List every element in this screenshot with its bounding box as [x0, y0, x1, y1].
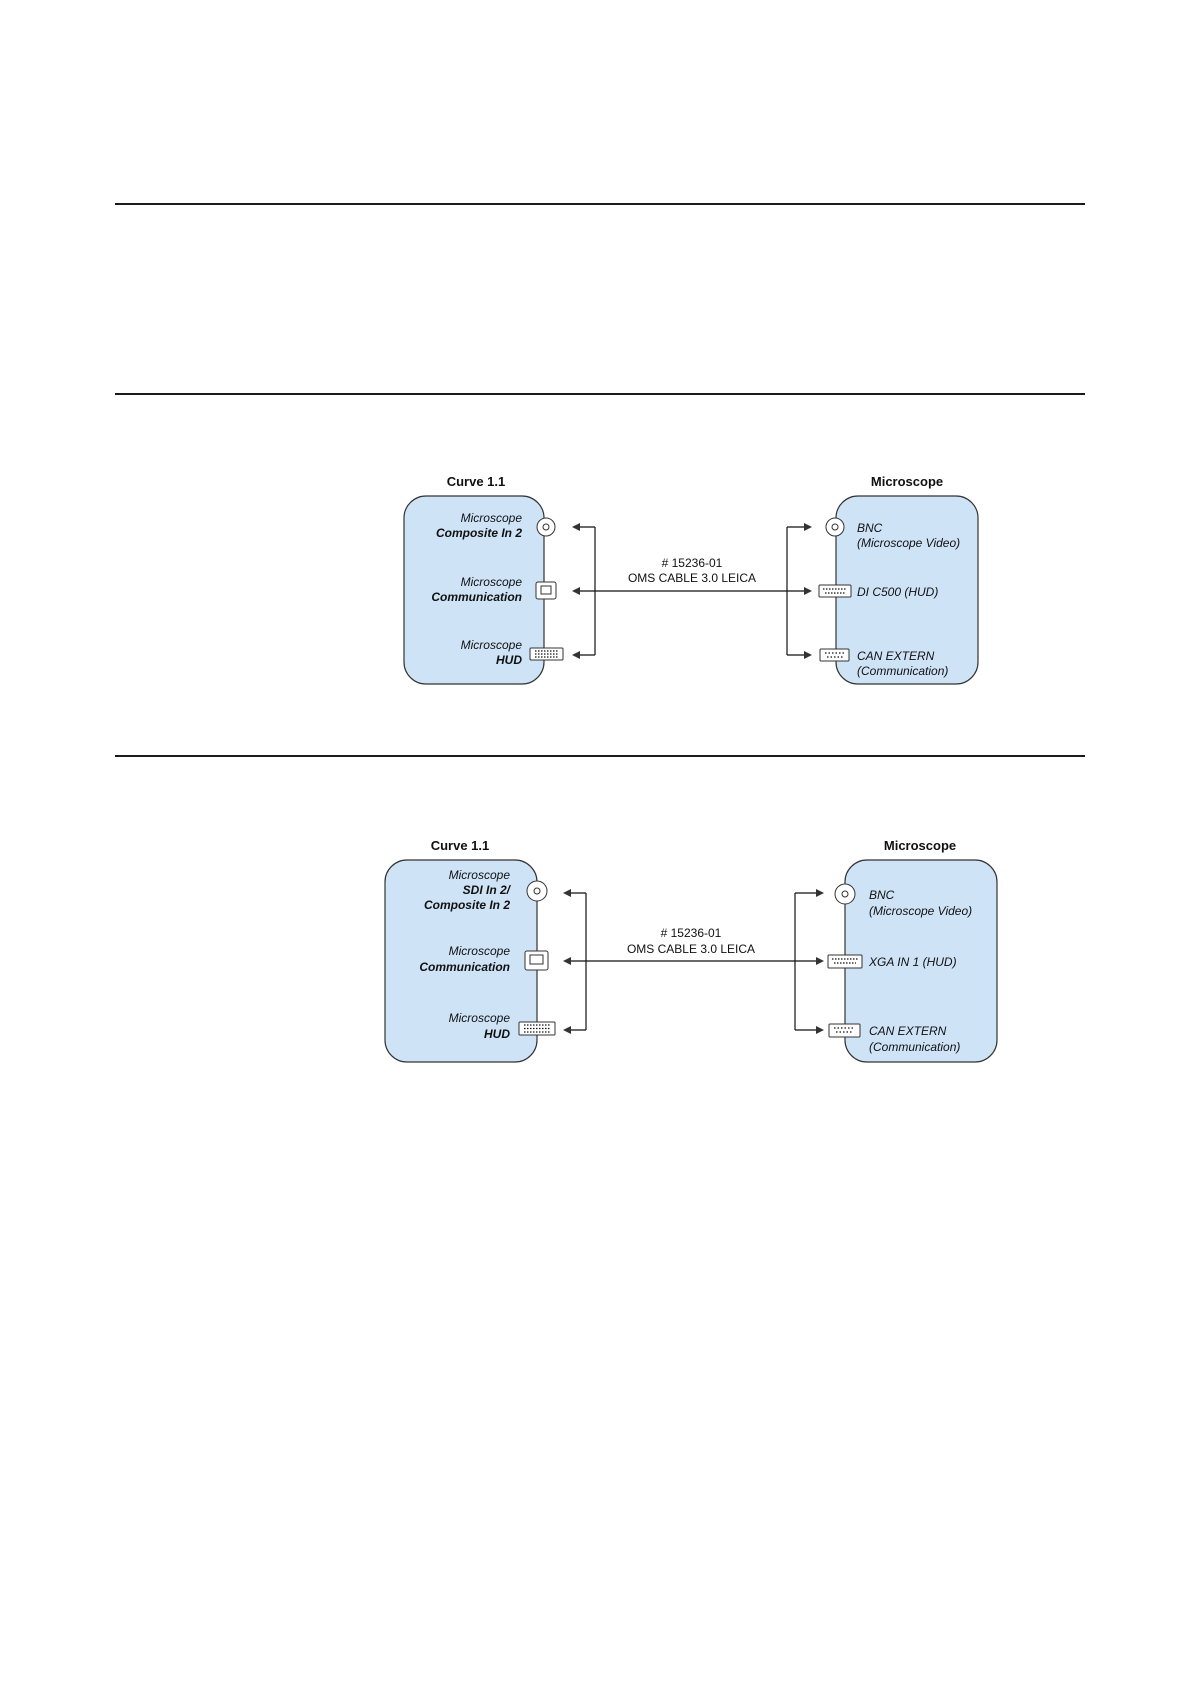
- left-port-3-line1: Microscope: [449, 1011, 511, 1025]
- cable-name: OMS CABLE 3.0 LEICA: [627, 942, 755, 956]
- dsub9-connector-icon: [828, 1023, 861, 1038]
- dvi-connector-icon: [529, 647, 564, 661]
- left-port-2-line1: Microscope: [449, 944, 511, 958]
- right-device-microscope: Microscope BNC (Microscope Video) DI C50…: [818, 474, 979, 685]
- right-port-3-line2: (Communication): [869, 1040, 960, 1054]
- left-port-3-line1: Microscope: [461, 638, 523, 652]
- right-device-title: Microscope: [871, 474, 943, 489]
- usb-connector-icon: [535, 581, 557, 600]
- right-port-1-line2: (Microscope Video): [857, 536, 960, 550]
- right-port-3-line2: (Communication): [857, 664, 948, 678]
- right-port-3-line1: CAN EXTERN: [857, 649, 935, 663]
- cable-wires: [572, 523, 812, 659]
- left-port-1-line1: Microscope: [461, 511, 523, 525]
- right-port-2-line1: DI C500 (HUD): [857, 585, 938, 599]
- left-port-1-line2: SDI In 2/: [463, 883, 512, 897]
- right-port-1-line1: BNC: [857, 521, 883, 535]
- right-device-title: Microscope: [884, 838, 956, 853]
- left-port-3-line2: HUD: [496, 653, 522, 667]
- bnc-connector-icon: [536, 517, 556, 537]
- right-port-3-line1: CAN EXTERN: [869, 1024, 947, 1038]
- left-device-title: Curve 1.1: [447, 474, 506, 489]
- left-port-1-line1: Microscope: [449, 868, 511, 882]
- bnc-connector-icon: [526, 880, 548, 902]
- cable-name: OMS CABLE 3.0 LEICA: [628, 571, 756, 585]
- left-device-curve: Curve 1.1 Microscope SDI In 2/ Composite…: [384, 838, 556, 1063]
- horizontal-rule-bottom: [115, 755, 1085, 757]
- bnc-connector-icon: [825, 517, 845, 537]
- right-port-1-line1: BNC: [869, 888, 895, 902]
- horizontal-rule-top: [115, 203, 1085, 205]
- horizontal-rule-middle: [115, 393, 1085, 395]
- cable-part-number: # 15236-01: [661, 926, 722, 940]
- usb-connector-icon: [524, 950, 549, 971]
- dvi-connector-icon: [518, 1021, 556, 1036]
- left-port-2-line2: Communication: [431, 590, 522, 604]
- right-port-2-line1: XGA IN 1 (HUD): [868, 955, 957, 969]
- dsub-connector-icon: [827, 954, 863, 969]
- right-port-1-line2: (Microscope Video): [869, 904, 972, 918]
- bnc-connector-icon: [834, 883, 856, 905]
- dsub-connector-icon: [818, 584, 852, 598]
- dsub9-connector-icon: [819, 648, 850, 662]
- cable-part-number: # 15236-01: [662, 556, 723, 570]
- left-port-3-line2: HUD: [484, 1027, 510, 1041]
- left-port-1-line2: Composite In 2: [436, 526, 522, 540]
- cable-wires: [563, 889, 824, 1034]
- left-port-1-line3: Composite In 2: [424, 898, 510, 912]
- left-port-2-line1: Microscope: [461, 575, 523, 589]
- left-device-title: Curve 1.1: [431, 838, 490, 853]
- left-port-2-line2: Communication: [419, 960, 510, 974]
- left-device-curve: Curve 1.1 Microscope Composite In 2 Micr…: [403, 474, 564, 685]
- right-device-microscope: Microscope BNC (Microscope Video) XGA IN…: [827, 838, 998, 1063]
